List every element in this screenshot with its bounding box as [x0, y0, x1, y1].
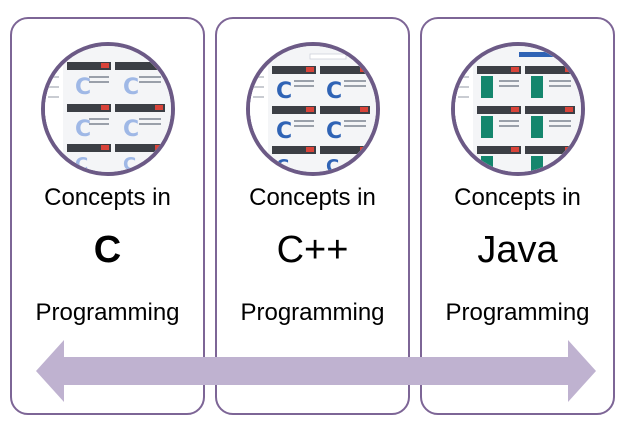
svg-text:C: C [276, 119, 292, 144]
card-subheading: Programming [35, 299, 180, 326]
svg-text:C: C [123, 117, 139, 142]
svg-text:C: C [276, 156, 289, 172]
svg-text:C: C [75, 154, 88, 172]
c-course-screenshot-icon: C C C C [40, 42, 175, 176]
svg-text:C: C [326, 79, 342, 104]
double-arrow-icon [36, 340, 596, 402]
svg-text:C: C [123, 154, 136, 172]
card-heading: Concepts in [44, 184, 171, 211]
language-name: C++ [276, 229, 349, 271]
language-name: C [93, 229, 122, 271]
cpp-course-screenshot-icon: C C C C [245, 42, 380, 176]
card-c: C C C C [10, 17, 205, 415]
svg-text:C: C [75, 117, 91, 142]
svg-text:C: C [75, 75, 91, 100]
card-heading: Concepts in [249, 184, 376, 211]
svg-text:C: C [276, 79, 292, 104]
card-subheading: Programming [445, 299, 590, 326]
svg-text:C: C [123, 75, 139, 100]
card-java: Concepts in Java Programming [420, 17, 615, 415]
card-heading: Concepts in [454, 184, 581, 211]
language-name: Java [477, 229, 558, 271]
card-cpp: C C C C [215, 17, 410, 415]
svg-text:C: C [326, 119, 342, 144]
svg-text:C: C [326, 156, 339, 172]
card-subheading: Programming [240, 299, 385, 326]
java-course-screenshot-icon [450, 42, 585, 176]
